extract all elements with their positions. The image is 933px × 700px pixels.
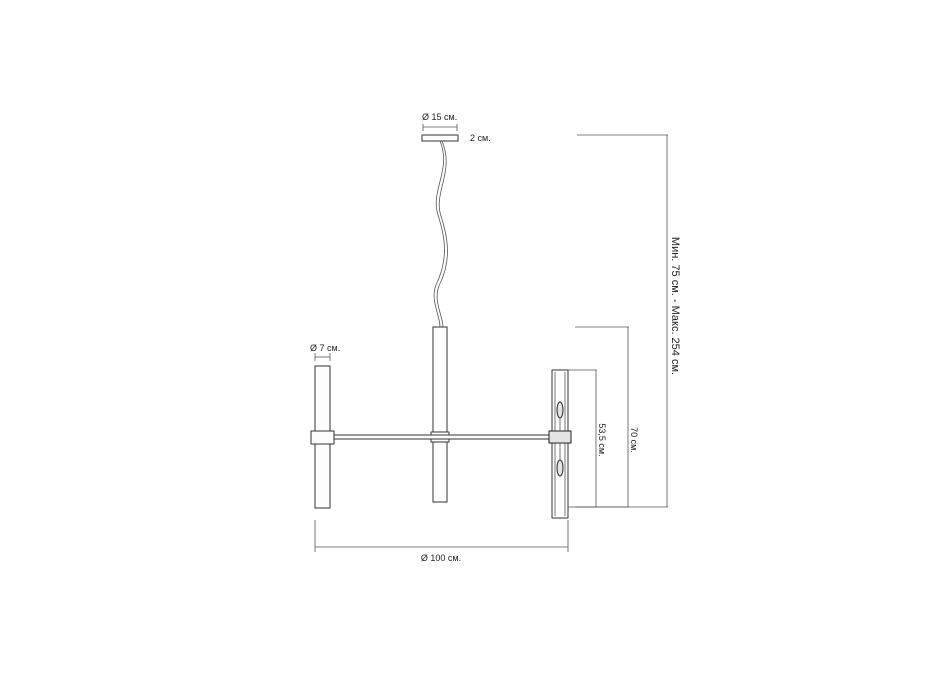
right-tube (548, 369, 572, 519)
tube-diameter-label: Ø 7 см. (310, 343, 340, 353)
canopy-diameter-label: Ø 15 см. (422, 112, 457, 122)
total-height-label: Мин. 75 см. - Макс. 254 см. (669, 237, 681, 375)
bulb-icon (556, 401, 564, 419)
tube-length-label: 53,5 см. (597, 423, 607, 456)
horizontal-arm (329, 434, 553, 440)
suspension-cable (433, 140, 445, 328)
canopy-plate (421, 134, 459, 142)
canopy-height-label: 2 см. (470, 133, 491, 143)
overall-diameter-label: Ø 100 см. (421, 553, 461, 563)
bulb-icon (556, 459, 564, 477)
left-joint (310, 430, 335, 445)
right-joint (548, 430, 572, 444)
center-tube (432, 326, 448, 503)
suspension-cable-2 (436, 140, 448, 328)
ceiling-canopy: Ø 15 см. 2 см. (421, 112, 491, 143)
fixture-height-label: 70 см. (629, 427, 639, 453)
